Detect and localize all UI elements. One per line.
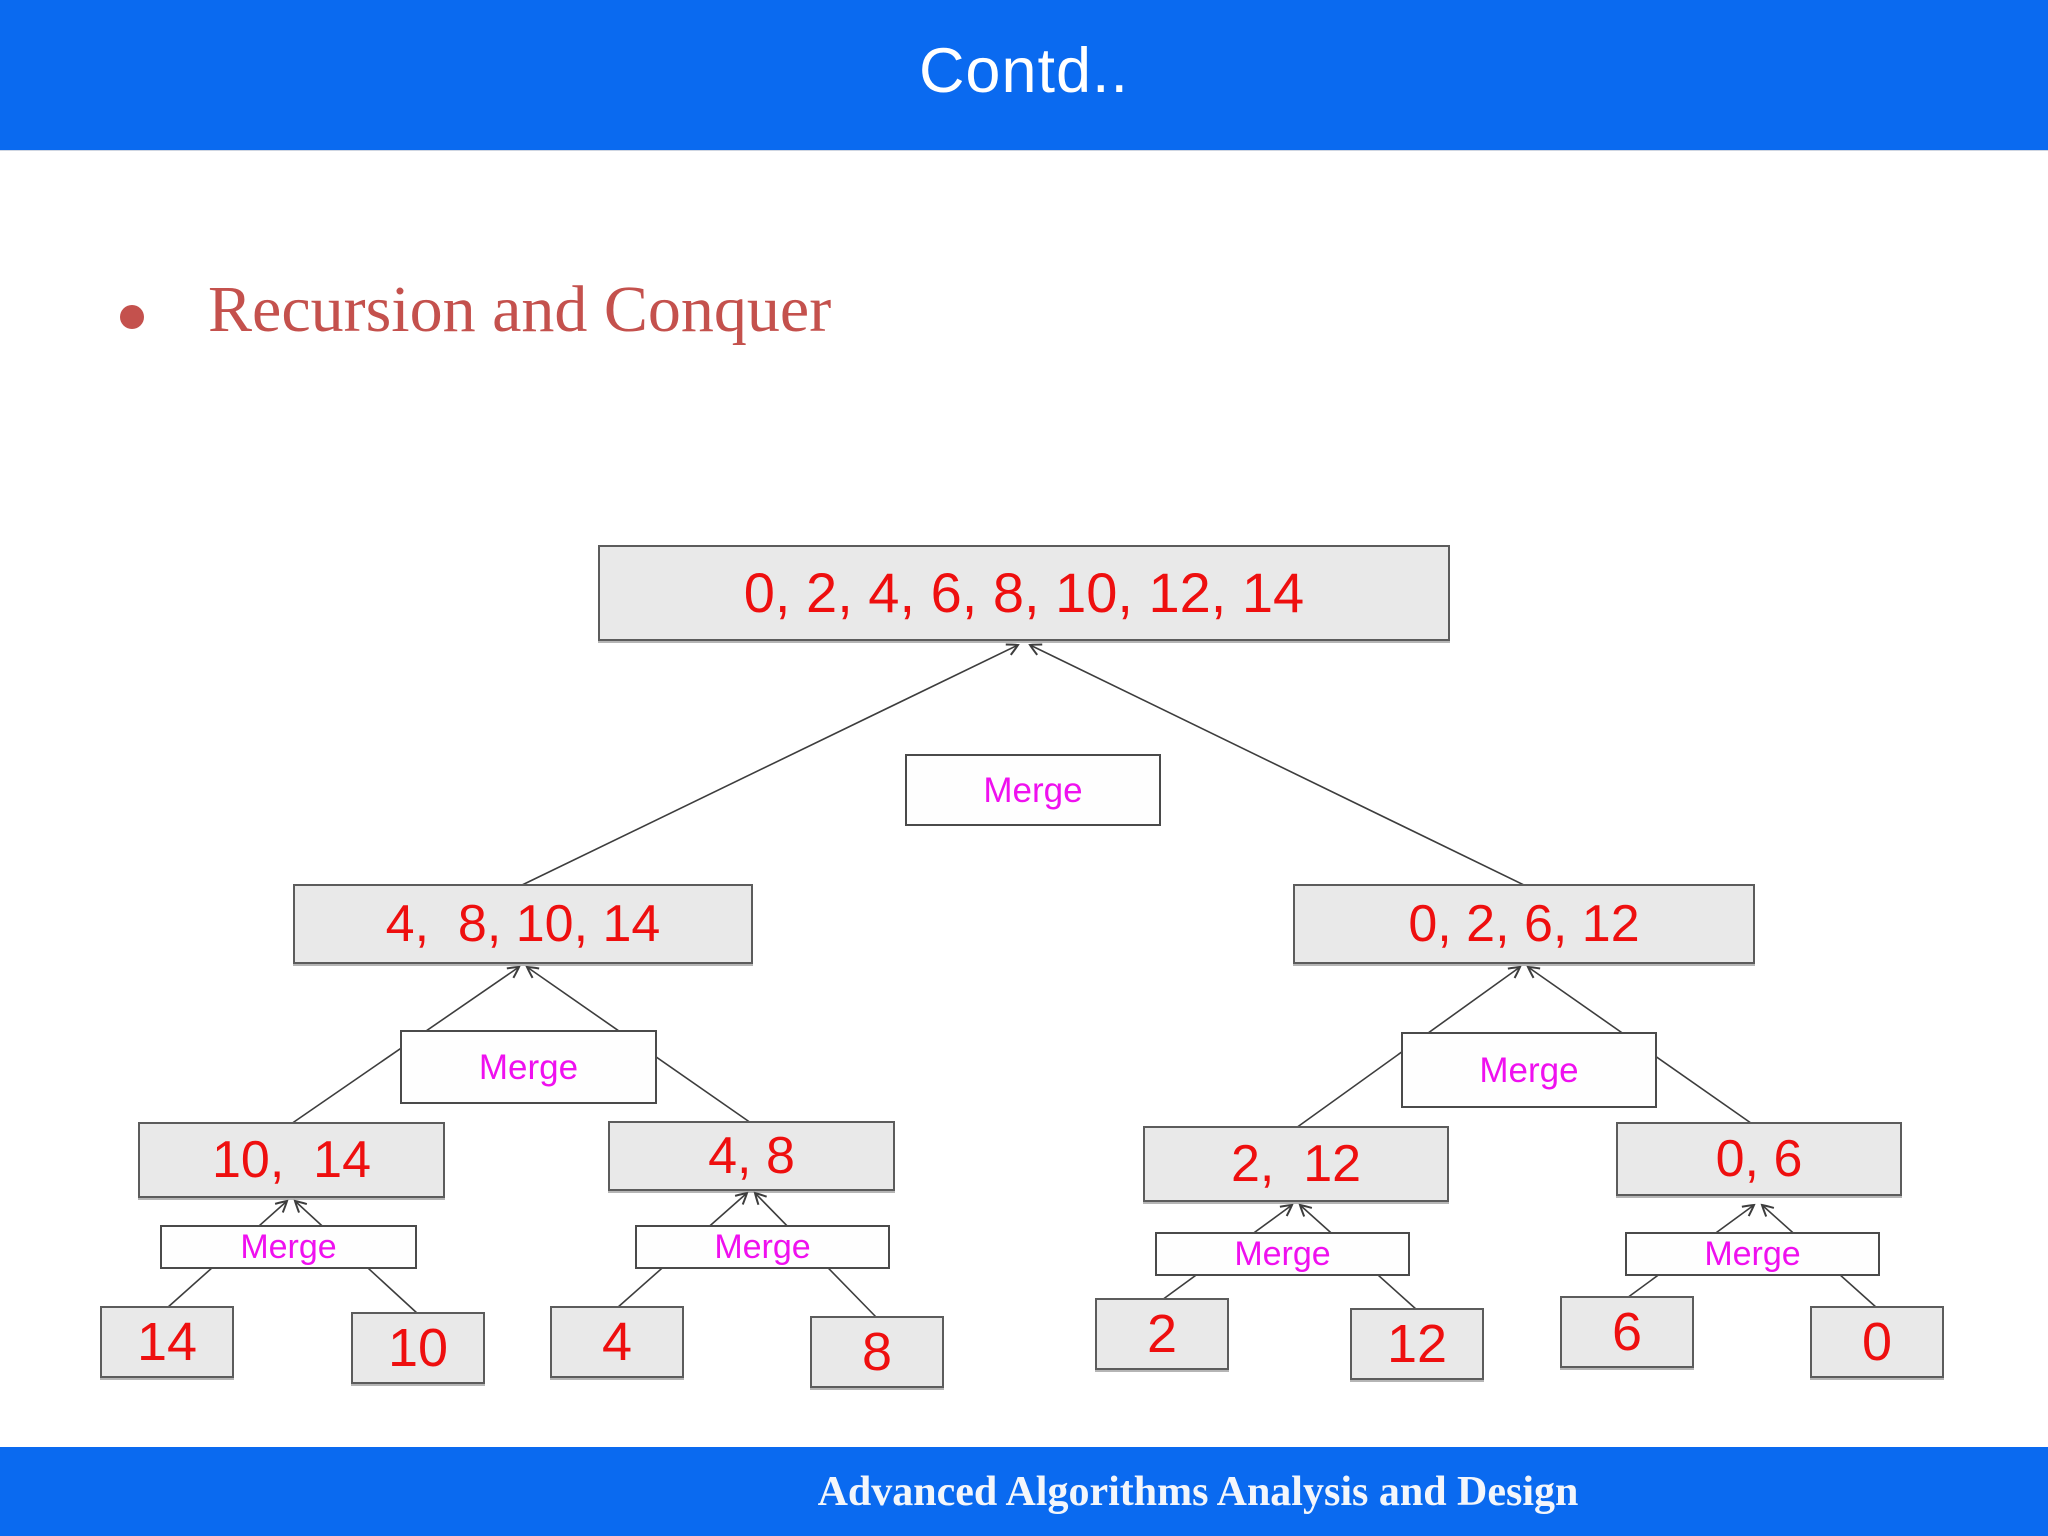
merge-label-box-merge-3c: Merge [1155, 1232, 1410, 1276]
tree-node-leaf-8: 8 [810, 1316, 944, 1388]
merge-label-box-merge-3a: Merge [160, 1225, 417, 1269]
page-title: Contd.. [918, 36, 1130, 106]
tree-node-leaf-6: 6 [1560, 1296, 1694, 1368]
tree-node-l3-2: 4, 8 [608, 1121, 895, 1191]
tree-node-leaf-12: 12 [1350, 1308, 1484, 1380]
merge-label-box-merge-2a: Merge [400, 1030, 657, 1104]
tree-node-leaf-4: 4 [550, 1306, 684, 1378]
tree-node-l3-3: 2, 12 [1143, 1126, 1449, 1202]
merge-label-box-merge-2b: Merge [1401, 1032, 1657, 1108]
footer-text: Advanced Algorithms Analysis and Design [817, 1468, 1579, 1515]
footer-bar: Advanced Algorithms Analysis and Design [0, 1447, 2048, 1536]
tree-node-leaf-0: 0 [1810, 1306, 1944, 1378]
slide-title-bar: Contd.. [0, 0, 2048, 151]
merge-label-box-merge-1: Merge [905, 754, 1161, 826]
merge-label-box-merge-3d: Merge [1625, 1232, 1880, 1276]
tree-node-leaf-2: 2 [1095, 1298, 1229, 1370]
tree-node-leaf-10: 10 [351, 1312, 485, 1384]
tree-node-l2-left: 4, 8, 10, 14 [293, 884, 753, 964]
bullet-row: Recursion and Conquer [120, 272, 831, 348]
tree-node-root: 0, 2, 4, 6, 8, 10, 12, 14 [598, 545, 1450, 641]
tree-node-l3-1: 10, 14 [138, 1122, 445, 1198]
tree-node-leaf-14: 14 [100, 1306, 234, 1378]
tree-edge [1028, 643, 1527, 887]
tree-node-l3-4: 0, 6 [1616, 1122, 1902, 1196]
merge-label-box-merge-3b: Merge [635, 1225, 890, 1269]
tree-node-l2-right: 0, 2, 6, 12 [1293, 884, 1755, 964]
bullet-text: Recursion and Conquer [208, 273, 832, 346]
bullet-dot-icon [120, 305, 144, 329]
tree-edge [519, 643, 1020, 887]
